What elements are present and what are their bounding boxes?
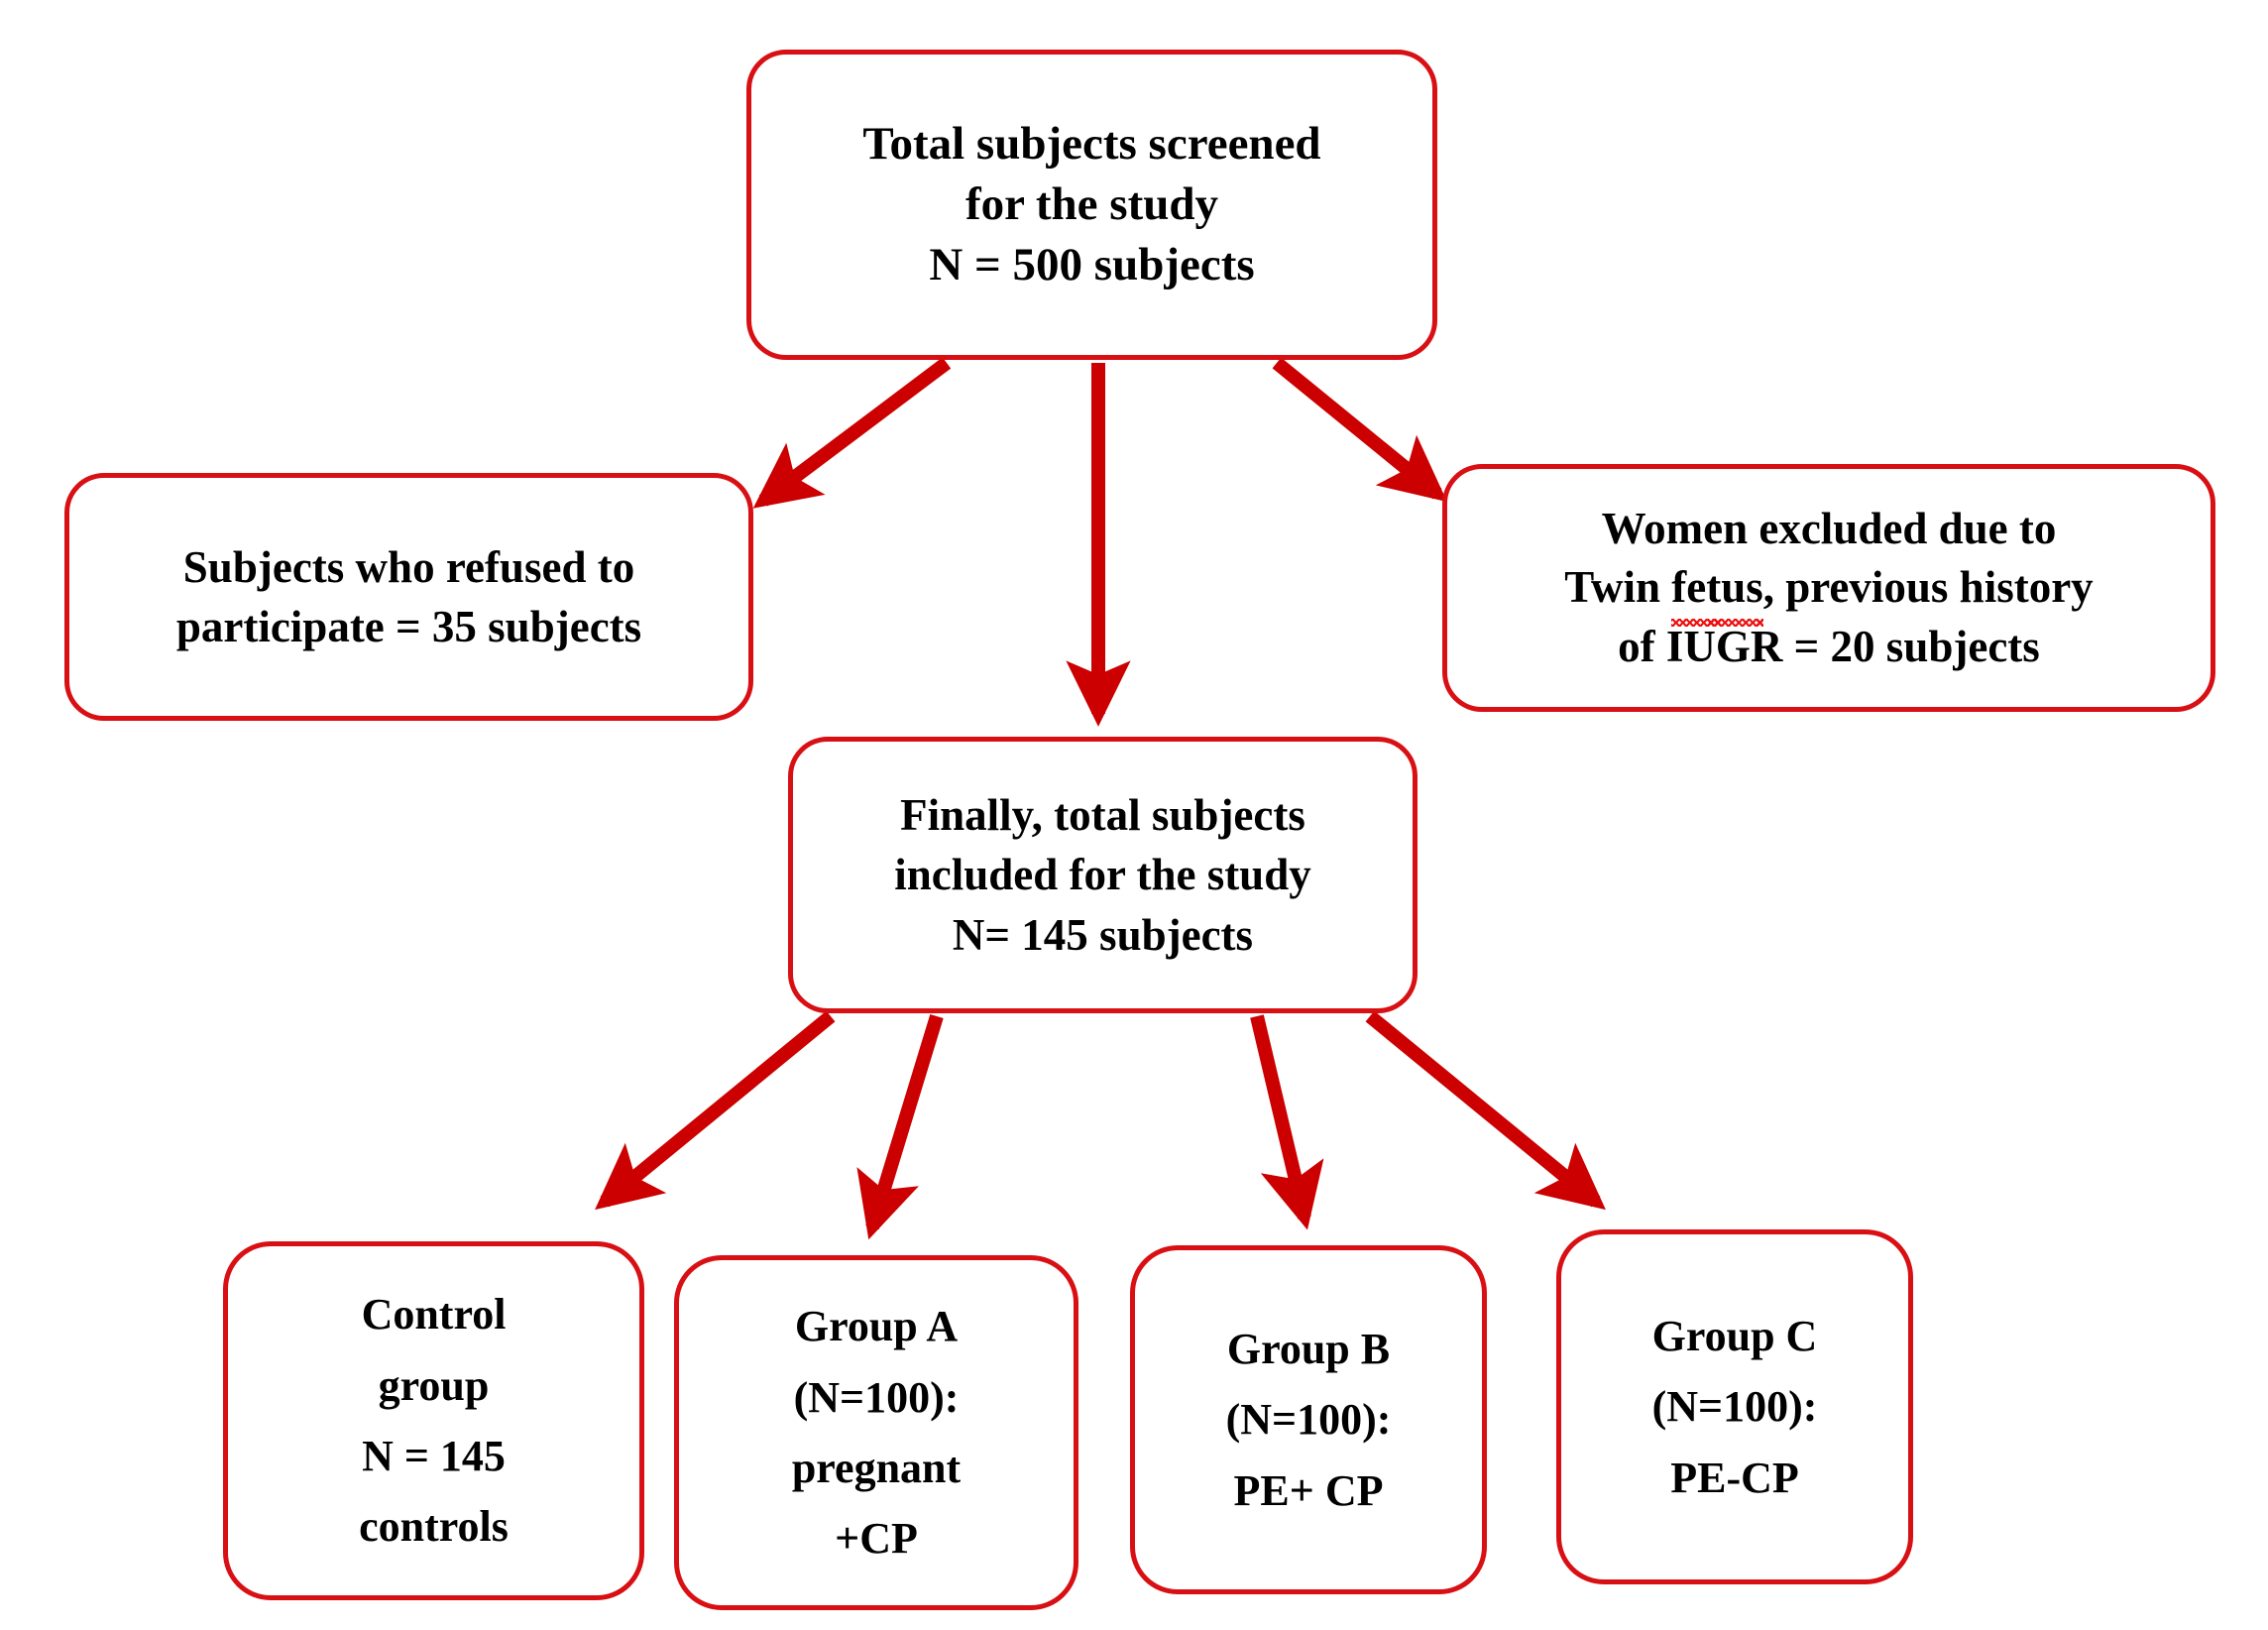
node-control-line-1: Control	[361, 1290, 507, 1339]
node-included-line-2: included for the study	[894, 850, 1311, 900]
node-group-a-line-2: (N=100):	[793, 1372, 960, 1422]
node-screened-line-1: Total subjects screened	[862, 117, 1321, 170]
node-refused-line-1: Subjects who refused to	[182, 541, 635, 592]
arrow-included-to-group-c	[1365, 1010, 1606, 1211]
arrow-included-to-group-a	[856, 1013, 944, 1240]
arrow-included-to-control	[595, 1010, 836, 1211]
spellcheck-underlined-word: fetus	[1671, 558, 1764, 628]
node-excluded-line-2-suffix: , previous history	[1762, 562, 2094, 613]
node-screened-line-2: for the study	[964, 177, 1219, 230]
arrow-included-to-group-b	[1250, 1014, 1324, 1230]
node-group-b-line-1: Group B	[1226, 1325, 1391, 1374]
node-group-c-line-1: Group C	[1651, 1312, 1818, 1361]
arrow-screened-to-excluded	[1272, 357, 1447, 503]
node-excluded-line-2-prefix: Twin	[1564, 562, 1672, 613]
node-group-b-line-3: PE+ CP	[1233, 1465, 1384, 1515]
node-control-line-4: controls	[359, 1502, 509, 1552]
node-women-excluded[interactable]: Women excluded due to Twin fetus, previo…	[1442, 464, 2215, 712]
node-screened-line-3: N = 500 subjects	[929, 239, 1255, 291]
node-group-a-line-3: pregnant	[791, 1444, 962, 1492]
arrow-screened-to-refused	[752, 357, 952, 509]
node-group-b-line-2: (N=100):	[1225, 1395, 1392, 1445]
node-subjects-refused[interactable]: Subjects who refused to participate = 35…	[64, 473, 753, 721]
node-group-c[interactable]: Group C (N=100): PE-CP	[1556, 1229, 1913, 1584]
node-excluded-line-3: of IUGR = 20 subjects	[1618, 621, 2040, 671]
node-group-a[interactable]: Group A (N=100): pregnant +CP	[674, 1255, 1078, 1610]
node-excluded-line-1: Women excluded due to	[1601, 503, 2057, 553]
node-included-line-1: Finally, total subjects	[900, 790, 1305, 841]
node-total-subjects-included[interactable]: Finally, total subjects included for the…	[788, 737, 1418, 1013]
node-group-b[interactable]: Group B (N=100): PE+ CP	[1130, 1245, 1487, 1594]
node-group-a-line-4: +CP	[835, 1514, 918, 1564]
node-control-line-2: group	[378, 1360, 490, 1410]
node-included-line-3: N= 145 subjects	[952, 909, 1254, 960]
node-control-group[interactable]: Control group N = 145 controls	[223, 1241, 644, 1600]
node-total-subjects-screened[interactable]: Total subjects screened for the study N …	[746, 50, 1437, 360]
node-group-c-line-2: (N=100):	[1651, 1382, 1818, 1432]
node-control-line-3: N = 145	[362, 1432, 506, 1480]
node-refused-line-2: participate = 35 subjects	[175, 602, 642, 651]
node-group-a-line-1: Group A	[794, 1302, 959, 1351]
node-group-c-line-3: PE-CP	[1670, 1453, 1799, 1502]
node-excluded-line-2: Twin fetus, previous history	[1564, 558, 2094, 628]
